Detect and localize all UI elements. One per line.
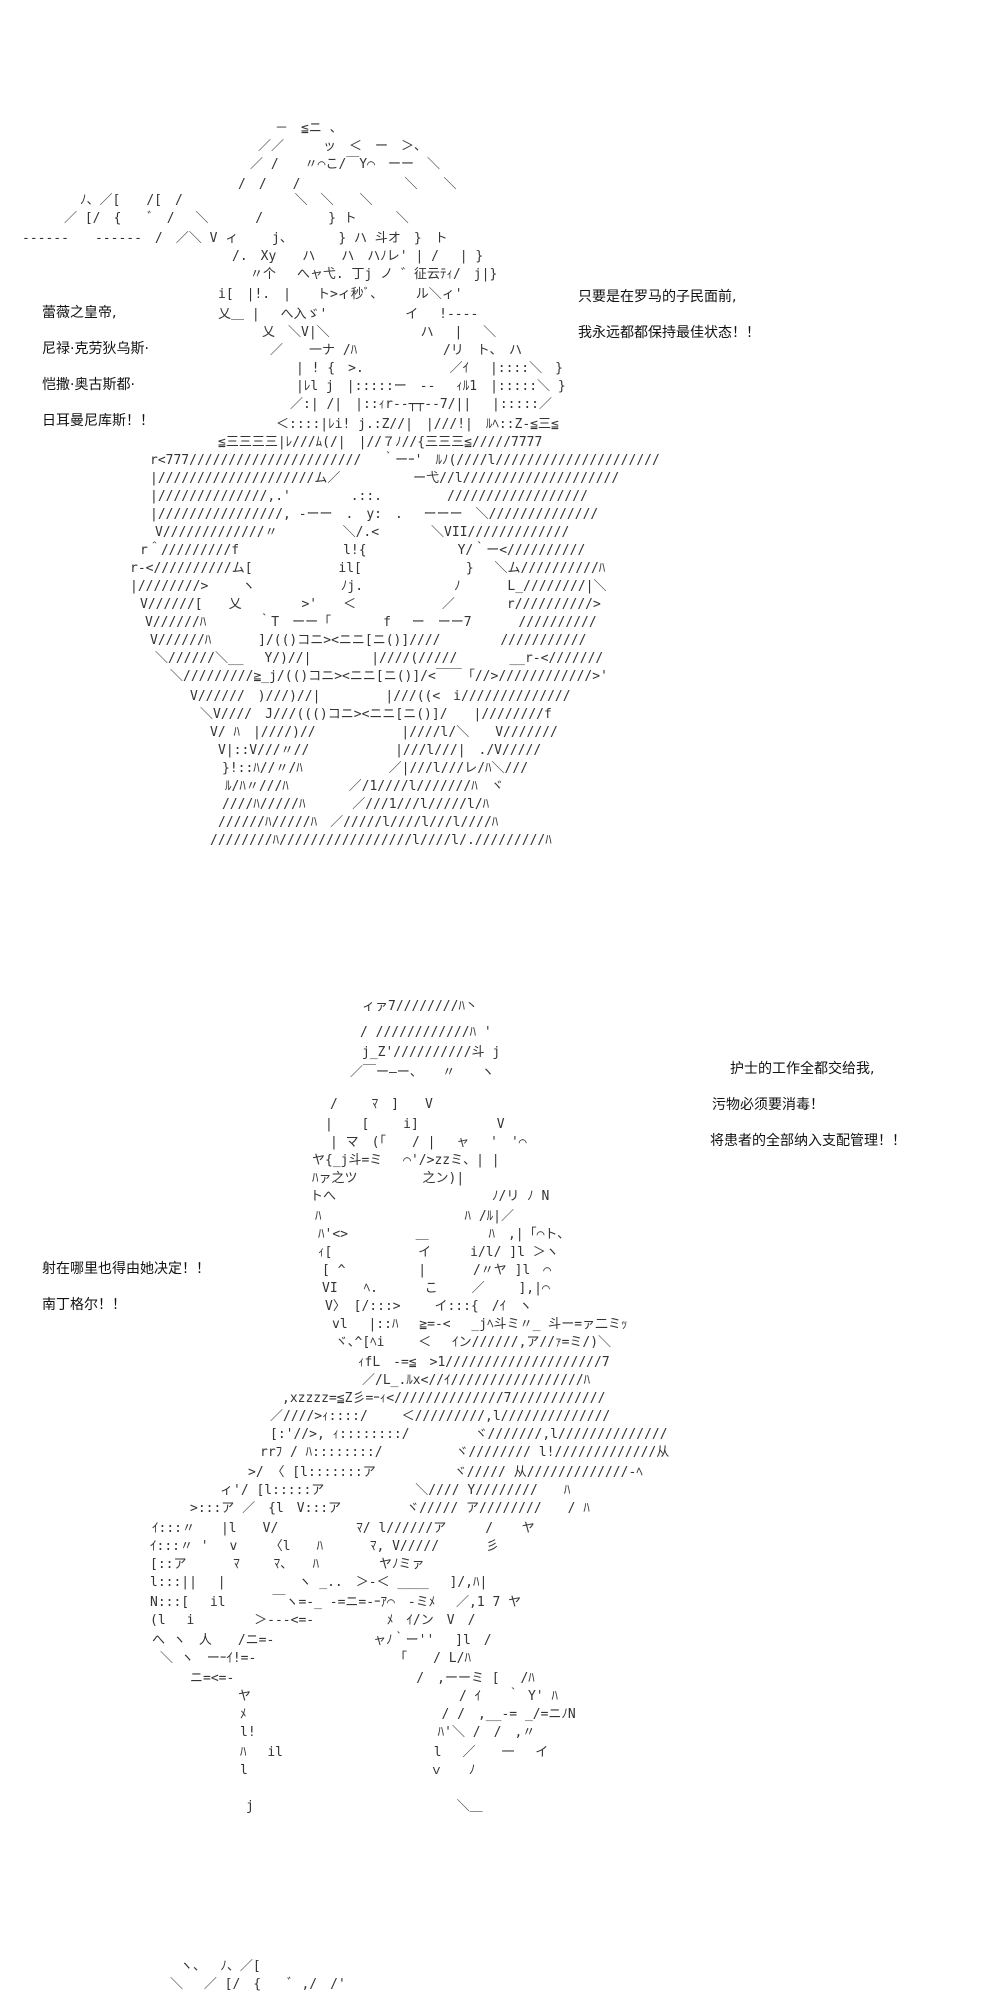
art-line: ヤ{_j斗=ミ ⌒'/>zzミ、| |	[312, 1153, 500, 1168]
art-line: ------ ------ / ／＼ V ィ j、 } ハ 斗オ } ト	[22, 231, 448, 246]
art-line: ／ / 〃⌒こ/￣Y⌒ ーー ＼	[250, 157, 440, 172]
art-line: V/ ﾊ |////)// |////l/＼ V///////	[210, 725, 558, 740]
speech-line: 日耳曼尼库斯！！	[42, 413, 154, 429]
art-line: ／:| /| |::ｨr--┬┬--7/|| |:::::／	[290, 397, 552, 412]
art-line: ィ'/ [l:::::ア ＼//// Y//////// ﾊ	[220, 1483, 571, 1498]
art-line: ／￣ー―ー、 〃 ヽ	[350, 1065, 495, 1080]
art-line: ﾙ/ﾊ〃///ﾊ ／/1////l///////ﾊ ヾ	[225, 779, 504, 794]
speech-line: 污物必须要消毒！	[712, 1097, 824, 1113]
art-line: }!::ﾊ//〃/ﾊ ／|///l///レ/ﾊ＼///	[222, 761, 529, 776]
art-line: ＜::::|ﾚi! j.:Z//| |///!| ﾙﾍ::Z-≦三≦	[276, 417, 559, 432]
art-line: ／／ ッ ＜ ー ＞、	[258, 139, 428, 154]
art-line: //////ﾊ/////ﾊ ／/////l////l///l////ﾊ	[218, 815, 499, 830]
speech-line: 我永远都都保持最佳状态！！	[578, 325, 760, 341]
art-line: ィァ7////////ﾊ丶	[362, 999, 478, 1014]
art-line: N:::[ il ￣ヽ=‐_ -=ニ=-ｰｱ⌒ -ミﾒ ／,1 7 ヤ	[150, 1595, 522, 1610]
art-line: |//////////////,.' .::. ////////////////…	[150, 489, 588, 504]
art-line: >/ 〈 [l:::::::ア ヾ///// 从/////////////-ﾍ	[248, 1465, 643, 1480]
art-line: V//////ﾊ ｀T ーー「 f ー ーー7 //////////	[145, 615, 597, 630]
art-line: － ≦ニ 、	[275, 121, 343, 136]
art-line: ／/L_.ﾙx<//ｲ/////////////////ﾊ	[362, 1373, 591, 1388]
art-line: [ ^ | /〃ヤ ]l ⌒	[322, 1263, 552, 1278]
art-line: /. Xy ハ ハ ハﾉレ' | / | }	[232, 249, 484, 264]
art-line: rrﾌ / ﾊ::::::::/ ヾ//////// l!///////////…	[260, 1445, 670, 1460]
art-line: | ! { >. ／ｲ |::::＼ }	[296, 361, 563, 376]
art-line: [::ア ﾏ ﾏ、 ﾊ ヤﾉミァ	[150, 1557, 425, 1572]
speech-line: 护士的工作全都交给我,	[730, 1061, 875, 1077]
art-line: ニ=<=- / ,ーーミ [ /ﾊ	[190, 1671, 535, 1686]
art-line: ﾒ / / ,__-= _/=ニﾉN	[240, 1707, 576, 1722]
art-line: r<777////////////////////// ｀ーｰ' ﾙﾉ(////…	[150, 453, 660, 468]
art-line: ////////ﾊ/////////////////l////l/.//////…	[210, 833, 552, 848]
art-line: >:::ア ／ {l V:::ア ヾ///// ア//////// / ﾊ	[190, 1501, 590, 1516]
art-line: V〉 [/:::> イ:::{ /ｲ ヽ	[325, 1299, 533, 1314]
art-line: l:::|| | ヽ _.. ＞-＜ ____ ]/,ﾊ|	[150, 1575, 488, 1590]
art-line: r-<//////////ム[ il[ } ＼ム//////////ﾊ	[130, 561, 606, 576]
art-line: ｲ:::〃 ' v 〈l ﾊ ﾏ, V///// 彡	[150, 1539, 499, 1554]
art-line: ﾊ'<> ＿ ﾊ ,|「⌒ト、	[318, 1227, 571, 1242]
speech-line: 蕾薇之皇帝,	[42, 305, 117, 321]
art-line: |////////> ヽ ﾉj. ﾉ L_////////|＼	[130, 579, 607, 594]
art-line: l! ﾊ'＼ / / ,〃	[240, 1725, 536, 1740]
art-line: | マ (「 / | ャ ' '⌒	[330, 1135, 527, 1150]
art-line: ｲ:::〃 |l V/ ﾏ/ l//////ア / ヤ	[152, 1521, 535, 1536]
art-line: へ ヽ 人 /ニ=- ャﾉ｀ー'' ]l /	[152, 1633, 492, 1648]
art-line: |////////////////////ム／ ー弋//l///////////…	[150, 471, 620, 486]
art-line: ////ﾊ/////ﾊ ／///1///l/////l/ﾊ	[222, 797, 490, 812]
art-line: (l i ＞---<=- ﾒ ｲ/ン V /	[150, 1613, 476, 1628]
art-line: ｨ[ イ i/l/ ]l ＞ヽ	[318, 1245, 559, 1260]
art-line: |////////////////, -ーー . y: . ーーー ＼/////…	[150, 507, 599, 522]
art-line: V//////ﾊ ]/(()コニ><ニニ[ニ()]//// //////////…	[150, 633, 587, 648]
art-line: ＼/////////≧_j/(()コニ><ニニ[ニ()]/<￣￣「//>////…	[170, 669, 608, 684]
art-line: ヽ、 ﾉ、／[	[180, 1959, 261, 1974]
art-line: V//////[ 乂 >' ＜ ／ r//////////>	[140, 597, 601, 612]
art-line: ／ 一ナ /ﾊ /リ ト、 ハ	[270, 343, 523, 358]
speech-line: 将患者的全部纳入支配管理！！	[710, 1133, 906, 1149]
art-line: V////// )///)//| |///((< i//////////////	[190, 689, 571, 704]
art-line: ﾊ ﾊ /ﾙ|／	[315, 1209, 514, 1224]
art-line: 〃个 へャ弋. 丁j ノ ゛征云ﾃｨ/ j|}	[250, 267, 498, 282]
art-line: / / / ＼ ＼	[238, 177, 457, 192]
art-line: V/////////////〃 ＼/.< ＼VII/////////////	[155, 525, 570, 540]
art-line: ＼ ヽ ーｰｲ!=- 「 / L/ﾊ	[160, 1651, 471, 1666]
art-line: ／ [/ { ﾞ / ＼ / } ト ＼	[64, 211, 409, 226]
art-line: / ﾏ ] V	[330, 1097, 433, 1112]
art-line: 乂＿ | へ入ゞ' イ !----	[218, 307, 479, 322]
art-line: ヾ､^[ﾍi ＜ ｲン//////,ア//ｧ=ミ/)＼	[335, 1335, 612, 1350]
art-line: l ｖ ﾉ	[240, 1763, 476, 1778]
art-line: | [ i] V	[325, 1117, 505, 1132]
art-line: トへ ﾉ/リ ﾉ N	[310, 1189, 550, 1204]
art-line: j_Z'//////////斗 j	[362, 1045, 501, 1060]
art-line: vl |::ﾊ ≧=-< _jﾍ斗ミ〃_ 斗ー=ァ二ミｯ	[332, 1317, 628, 1332]
art-line: ｨfL -=≦ >1////////////////////7	[358, 1355, 610, 1370]
speech-line: 射在哪里也得由她决定！！	[42, 1261, 210, 1277]
art-line: ＼//////＼__ Y/)//| |////(///// __r-</////…	[155, 651, 604, 666]
art-line: [:'//>, ｨ::::::::/ ヾ///////,l///////////…	[270, 1427, 668, 1442]
art-line: ﾊ il l ／ 一 イ	[240, 1745, 549, 1760]
art-line: V|::V///〃// |///l///| ./V/////	[218, 743, 542, 758]
speech-line: 南丁格尔！！	[42, 1297, 126, 1313]
art-line: ﾊァ之ツ 之ン)|	[312, 1171, 465, 1186]
art-line: / ////////////ﾊ '	[360, 1025, 492, 1040]
art-line: 乂 ＼V|＼ ハ | ＼	[262, 325, 497, 340]
speech-line: 只要是在罗马的子民面前,	[578, 289, 737, 305]
art-line: ﾉ、／[ /[ / ＼ ＼ ＼	[80, 193, 373, 208]
art-line: |ﾚl j |:::::ー -- ｨﾙ1 |:::::＼ }	[296, 379, 566, 394]
art-line: i[ |!. | ト>ィ秒ﾞ、 ル＼ィ'	[218, 287, 463, 302]
art-line: ＼V//// J///((()コニ><ニニ[ニ()]/ |////////f	[200, 707, 552, 722]
art-line: ＼ ／ [/ { ﾞ ,/ /'	[170, 1977, 346, 1992]
speech-line: 恺撒·奥古斯都·	[42, 377, 135, 393]
art-line: r＾/////////f l!{ Y/｀ー<//////////	[140, 543, 586, 558]
art-line: ヤ / ｲ ｀ Y' ﾊ	[238, 1689, 558, 1704]
art-line: ,xzzzz=≦Z彡=ｰｨ<//////////////7///////////…	[282, 1391, 606, 1406]
art-line: VI ﾍ. こ ／ ],|⌒	[322, 1281, 550, 1296]
art-line: j ＼＿	[246, 1799, 483, 1814]
speech-line: 尼禄·克劳狄乌斯·	[42, 341, 149, 357]
art-line: ≦三三三三|ﾚ///ﾑ(/| |//７ﾉ//{三三三≦/////7777	[218, 435, 543, 450]
art-line: ／////>ｨ::::/ ＜/////////,l//////////////	[270, 1409, 611, 1424]
